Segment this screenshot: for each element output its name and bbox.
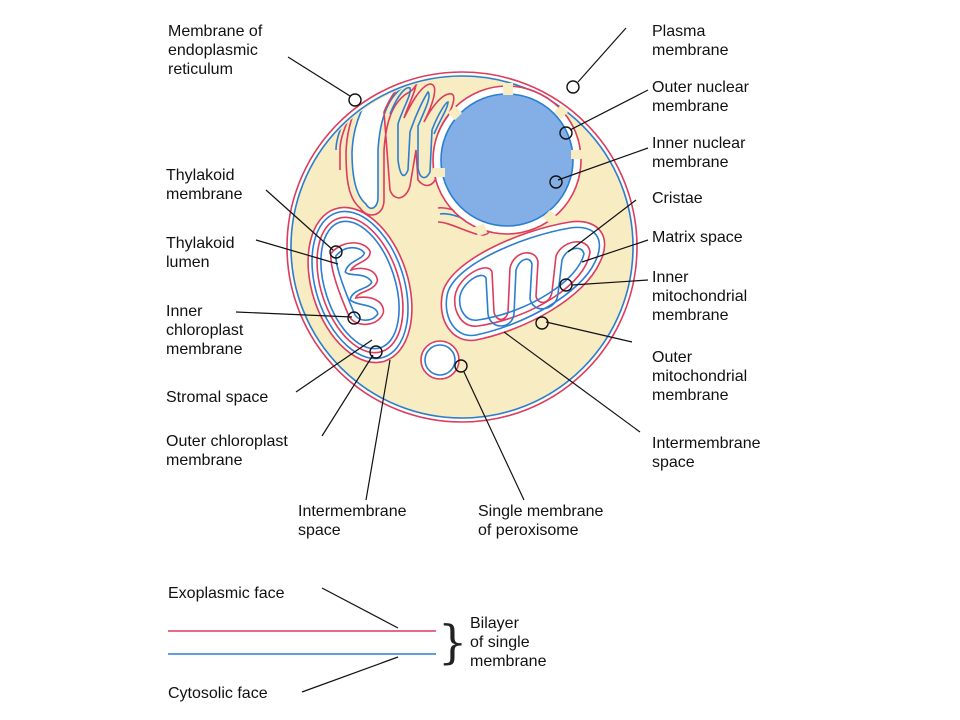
plasma-membrane-inner-leaflet: [290, 75, 634, 419]
peroxisome-lumen: [420, 340, 460, 380]
bilayer-brace: }: [438, 615, 468, 669]
label-plasma-membrane: Plasma membrane: [652, 23, 729, 59]
callout-thylakoid: [329, 245, 343, 259]
label-stromal-space: Stromal space: [166, 389, 269, 406]
label-matrix-space: Matrix space: [652, 229, 743, 246]
callout-inner-nuclear: [549, 175, 563, 189]
thylakoid-membrane-cyt: [335, 246, 379, 321]
mito-inner-membrane-cyt: [458, 247, 585, 327]
label-er: Membrane of endoplasmic reticulum: [168, 23, 263, 78]
label-inner-chloroplast-membrane: Inner chloroplast membrane: [166, 303, 244, 358]
callout-outer-mito: [535, 316, 549, 330]
mito-inner-membrane-exo: [453, 241, 591, 327]
nucleus: [432, 83, 583, 237]
callout-plasma: [566, 80, 580, 94]
callout-outer-nuclear: [559, 126, 573, 140]
label-peroxisome-membrane: Single membrane of peroxisome: [478, 503, 604, 539]
callout-outer-chloro: [369, 345, 383, 359]
mito-outer-membrane-exo: [440, 220, 606, 342]
label-cristae: Cristae: [652, 190, 703, 207]
peroxisome: [420, 340, 460, 380]
label-exoplasmic-face: Exoplasmic face: [168, 585, 285, 602]
label-thylakoid-membrane: Thylakoid membrane: [166, 167, 243, 203]
label-outer-chloroplast-membrane: Outer chloroplast membrane: [166, 433, 288, 469]
bilayer-legend: [168, 630, 436, 655]
callout-inner-chloro: [347, 311, 361, 325]
callout-markers: [329, 80, 580, 373]
callout-peroxisome: [454, 359, 468, 373]
label-bilayer: Bilayer of single membrane: [470, 615, 547, 670]
peroxisome-membrane-inner: [424, 344, 456, 376]
leader-lines: [235, 27, 649, 693]
er-cisternae-exo: [383, 79, 455, 199]
nucleoplasm: [441, 94, 573, 226]
callout-er: [348, 93, 362, 107]
er-cisternae-cyt: [389, 86, 449, 179]
label-mito-intermembrane-space: Intermembrane space: [652, 435, 761, 471]
label-chloroplast-intermembrane-space: Intermembrane space: [298, 503, 407, 539]
chloroplast-outer-membrane-cyt: [311, 210, 409, 360]
plasma-membrane-outer-leaflet: [286, 71, 638, 423]
label-thylakoid-lumen: Thylakoid lumen: [166, 235, 235, 271]
label-outer-nuclear-membrane: Outer nuclear membrane: [652, 79, 749, 115]
label-inner-nuclear-membrane: Inner nuclear membrane: [652, 135, 746, 171]
callout-inner-mito: [559, 278, 573, 292]
mito-outer-membrane-cyt: [445, 226, 601, 337]
label-cytosolic-face: Cytosolic face: [168, 685, 268, 702]
mitochondrion: [440, 220, 606, 342]
label-outer-mitochondrial-membrane: Outer mitochondrial membrane: [652, 349, 748, 404]
er-membrane-exo: [345, 78, 420, 216]
label-inner-mitochondrial-membrane: Inner mitochondrial membrane: [652, 269, 748, 324]
nuclear-pores: [433, 83, 583, 237]
